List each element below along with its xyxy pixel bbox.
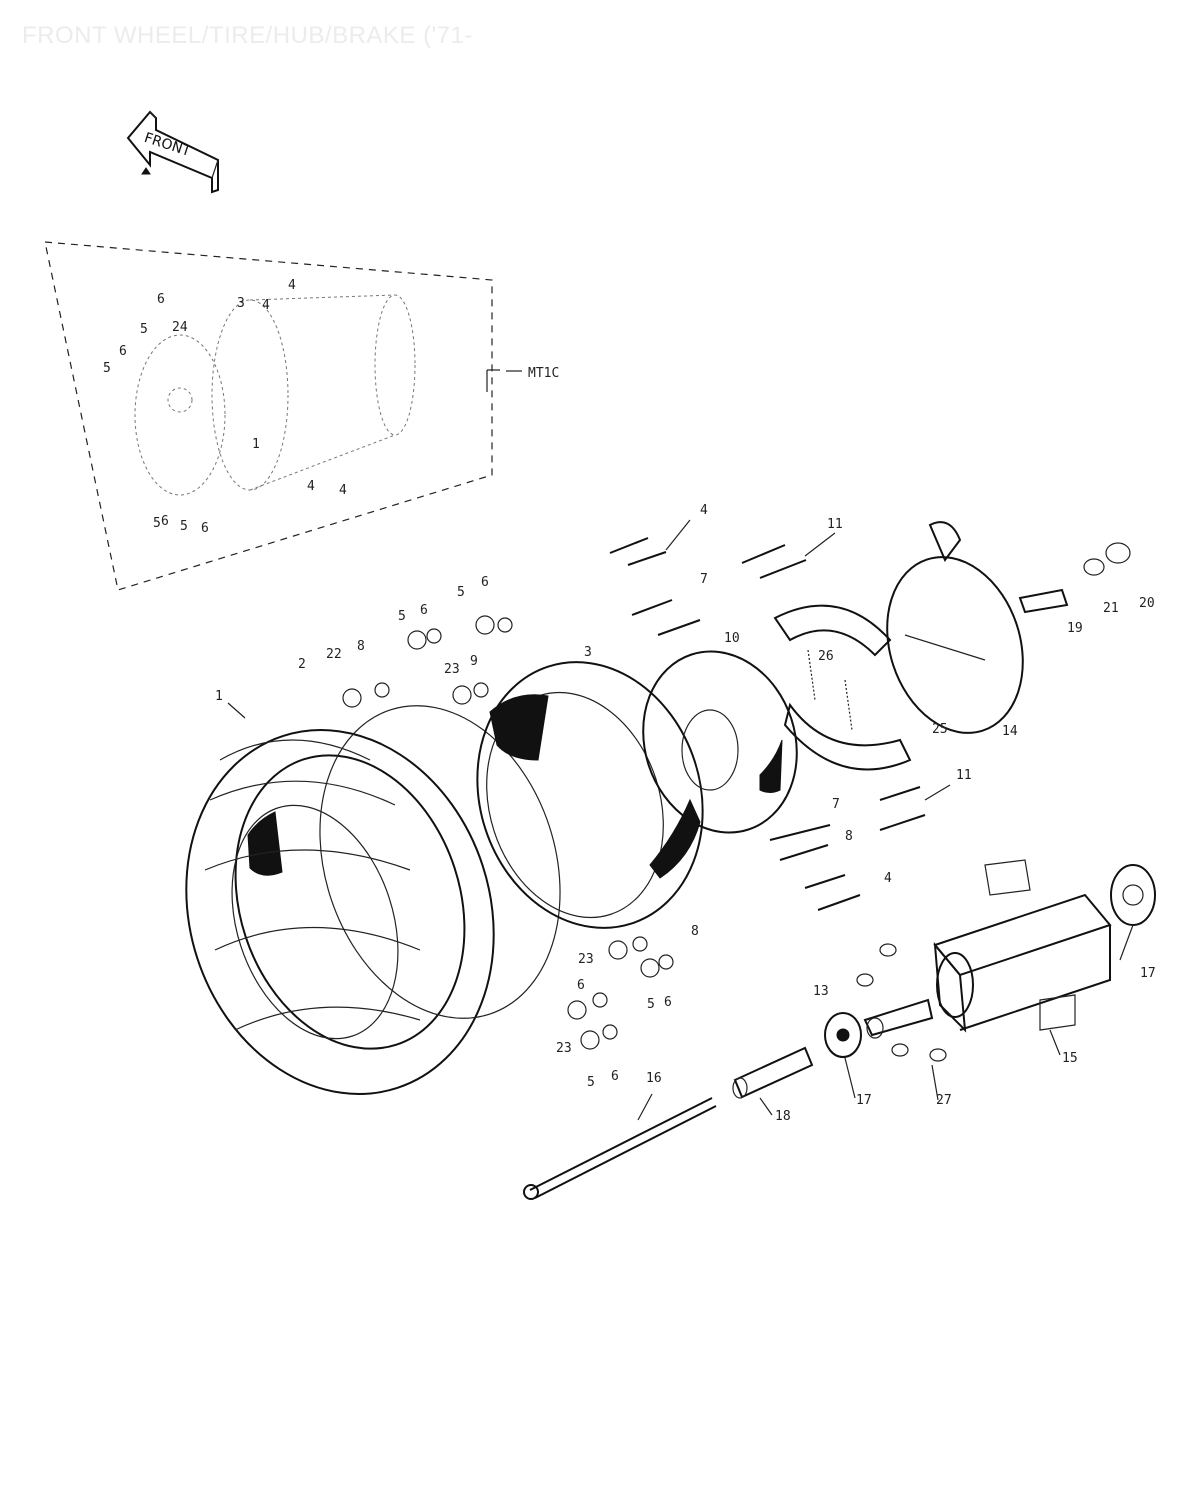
nuts-washers-upper	[342, 615, 513, 708]
inset-callouts: 6 3 4 4 5 24 6 5 1 4 4 5 6 5 6	[103, 278, 347, 536]
bolts-lower	[769, 786, 926, 911]
front-direction-sign: FRONT	[126, 110, 219, 194]
callout: 7	[832, 797, 840, 812]
callout: 9	[470, 654, 478, 669]
inner-tube	[319, 705, 561, 1019]
svg-text:6: 6	[201, 521, 209, 536]
svg-text:5: 5	[140, 322, 148, 337]
svg-text:5: 5	[153, 516, 161, 531]
callout: 6	[420, 603, 428, 618]
callout: 16	[646, 1071, 662, 1086]
callout: 10	[724, 631, 740, 646]
callout: 6	[481, 575, 489, 590]
callout: 7	[700, 572, 708, 587]
hub	[933, 859, 1112, 1033]
callout: 20	[1139, 596, 1155, 611]
svg-text:4: 4	[339, 483, 347, 498]
tire	[185, 729, 495, 1095]
bolts-top	[609, 537, 807, 636]
callout: 26	[818, 649, 834, 664]
cam-shaft	[1018, 542, 1131, 614]
callout: 6	[577, 978, 585, 993]
callout: 4	[700, 503, 708, 518]
callout: 21	[1103, 601, 1119, 616]
brake-shoes	[773, 604, 912, 771]
inset-label: MT1C	[528, 366, 559, 381]
svg-text:1: 1	[252, 437, 260, 452]
svg-text:4: 4	[262, 298, 270, 313]
svg-text:5: 5	[103, 361, 111, 376]
callout: 8	[691, 924, 699, 939]
callout: 3	[584, 645, 592, 660]
leader-lines	[227, 519, 1134, 1121]
page-title: FRONT WHEEL/TIRE/HUB/BRAKE ('71-	[22, 22, 473, 49]
callout: 8	[357, 639, 365, 654]
svg-text:3: 3	[237, 296, 245, 311]
axle	[523, 1046, 814, 1200]
callout: 17	[1140, 966, 1156, 981]
callout: 23	[444, 662, 460, 677]
callout: 5	[398, 609, 406, 624]
callout: 25	[932, 722, 948, 737]
callout: 5	[587, 1075, 595, 1090]
callout: 23	[578, 952, 594, 967]
brake-drum	[642, 650, 798, 834]
callout: 5	[647, 997, 655, 1012]
callout: 4	[884, 871, 892, 886]
callout: 13	[813, 984, 829, 999]
callout: 5	[457, 585, 465, 600]
callout: 8	[845, 829, 853, 844]
callout: 17	[856, 1093, 872, 1108]
inset-mt1c: MT1C 6 3 4 4 5 24 6 5 1 4 4 5 6 5 6	[44, 241, 559, 591]
callout: 1	[215, 689, 223, 704]
dust-seals	[856, 943, 947, 1062]
callout: 15	[1062, 1051, 1078, 1066]
bearings	[824, 864, 1156, 1058]
svg-text:4: 4	[307, 479, 315, 494]
callout: 23	[556, 1041, 572, 1056]
svg-text:6: 6	[119, 344, 127, 359]
rim	[476, 661, 704, 929]
callout: 6	[611, 1069, 619, 1084]
callout: 18	[775, 1109, 791, 1124]
svg-text:6: 6	[157, 292, 165, 307]
brake-panel	[886, 521, 1024, 734]
callout: 14	[1002, 724, 1018, 739]
callouts: 1 2 22 8 5 6 5 6 23 9 3 4 7 10 11 26 25 …	[215, 503, 1156, 1124]
svg-text:24: 24	[172, 320, 188, 335]
callout: 22	[326, 647, 342, 662]
svg-text:5: 5	[180, 519, 188, 534]
callout: 11	[956, 768, 972, 783]
svg-text:4: 4	[288, 278, 296, 293]
svg-text:6: 6	[161, 514, 169, 529]
callout: 2	[298, 657, 306, 672]
callout: 19	[1067, 621, 1083, 636]
callout: 27	[936, 1093, 952, 1108]
callout: 6	[664, 995, 672, 1010]
nuts-washers-lower	[567, 936, 674, 1050]
callout: 11	[827, 517, 843, 532]
spacer	[863, 998, 934, 1039]
